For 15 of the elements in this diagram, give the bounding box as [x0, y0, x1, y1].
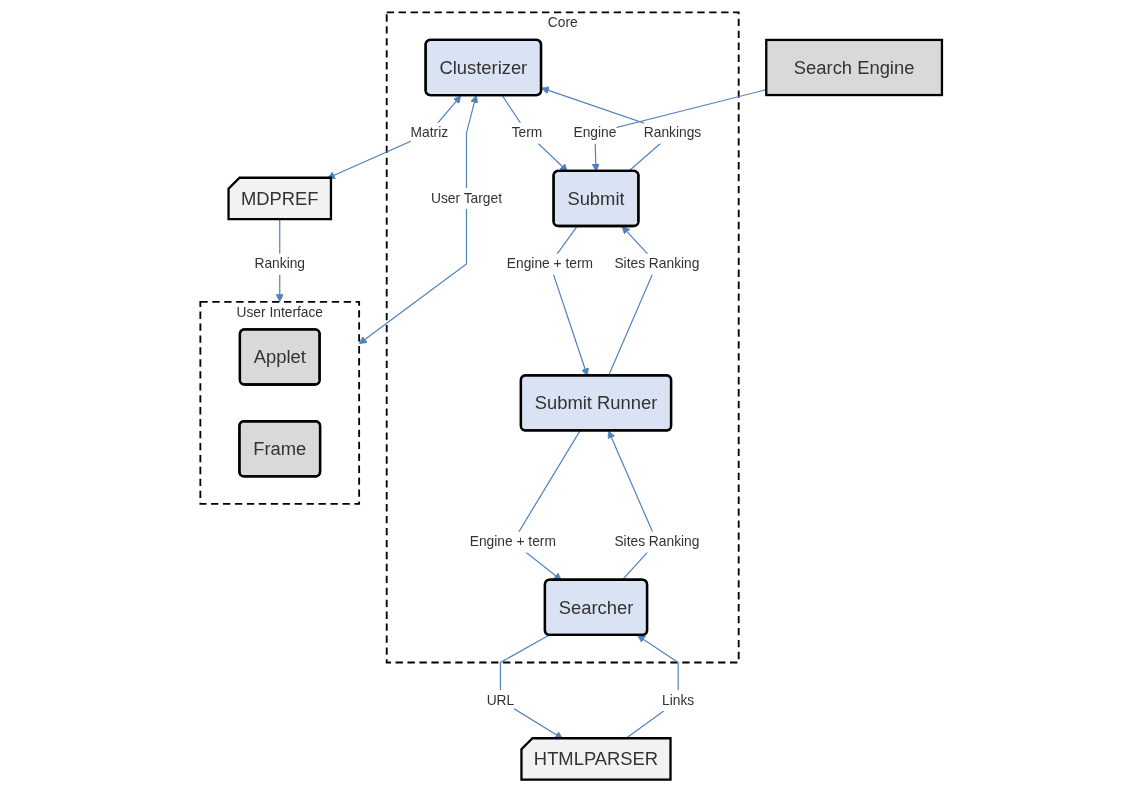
edge-label: Links: [662, 691, 695, 708]
edge-label: Engine + term: [507, 255, 594, 272]
edge-label: Ranking: [254, 255, 306, 272]
edge-label: Matriz: [410, 124, 449, 141]
edge-label: URL: [486, 691, 515, 708]
node-box: Search Engine: [765, 38, 944, 97]
arrow: [359, 95, 479, 345]
edge-label: Engine + term: [470, 533, 557, 549]
edge-label: Term: [512, 124, 543, 141]
edge-label: Sites Ranking: [614, 533, 700, 549]
edge-label: Sites Ranking: [614, 255, 700, 272]
arrow: [327, 95, 462, 179]
edge-label: Engine: [573, 124, 617, 141]
edge-label: Rankings: [644, 124, 702, 141]
edge-label: User Target: [431, 189, 503, 206]
